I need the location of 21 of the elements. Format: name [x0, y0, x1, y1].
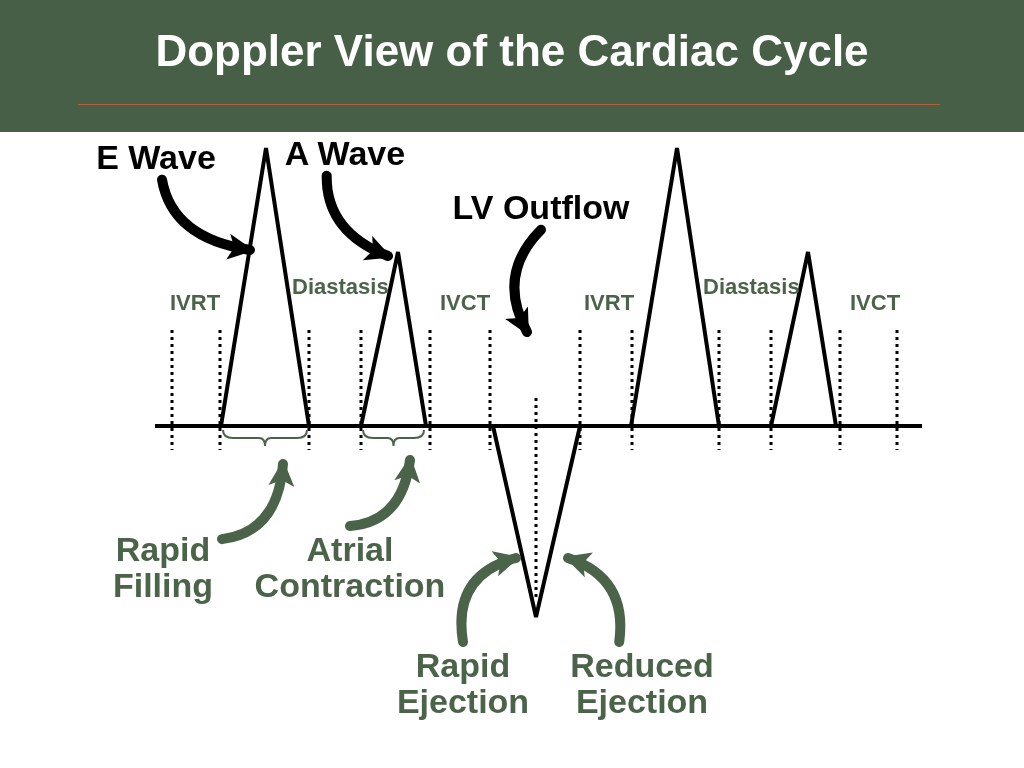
phase-label: IVCT — [440, 290, 491, 316]
callout-label: A Wave — [284, 136, 406, 172]
curved-arrow — [321, 170, 393, 261]
callout-label: Atrial Contraction — [252, 532, 448, 604]
title: Doppler View of the Cardiac Cycle — [154, 26, 870, 76]
phase-label: Diastasis — [292, 274, 389, 300]
curved-arrow — [345, 455, 420, 531]
callout-label: Rapid Ejection — [396, 648, 530, 720]
phase-label: IVRT — [170, 290, 221, 316]
phase-label: IVRT — [584, 290, 635, 316]
curved-arrow — [217, 459, 294, 545]
curved-arrow — [157, 174, 255, 259]
curved-arrow — [563, 553, 626, 647]
callout-label: Rapid Filling — [108, 532, 218, 604]
curved-arrow — [456, 552, 521, 647]
callout-label: LV Outflow — [446, 190, 636, 226]
callout-label: Reduced Ejection — [566, 648, 718, 720]
callout-label: E Wave — [96, 140, 216, 176]
curved-arrow — [505, 224, 546, 337]
phase-label: IVCT — [850, 290, 901, 316]
phase-label: Diastasis — [703, 274, 800, 300]
